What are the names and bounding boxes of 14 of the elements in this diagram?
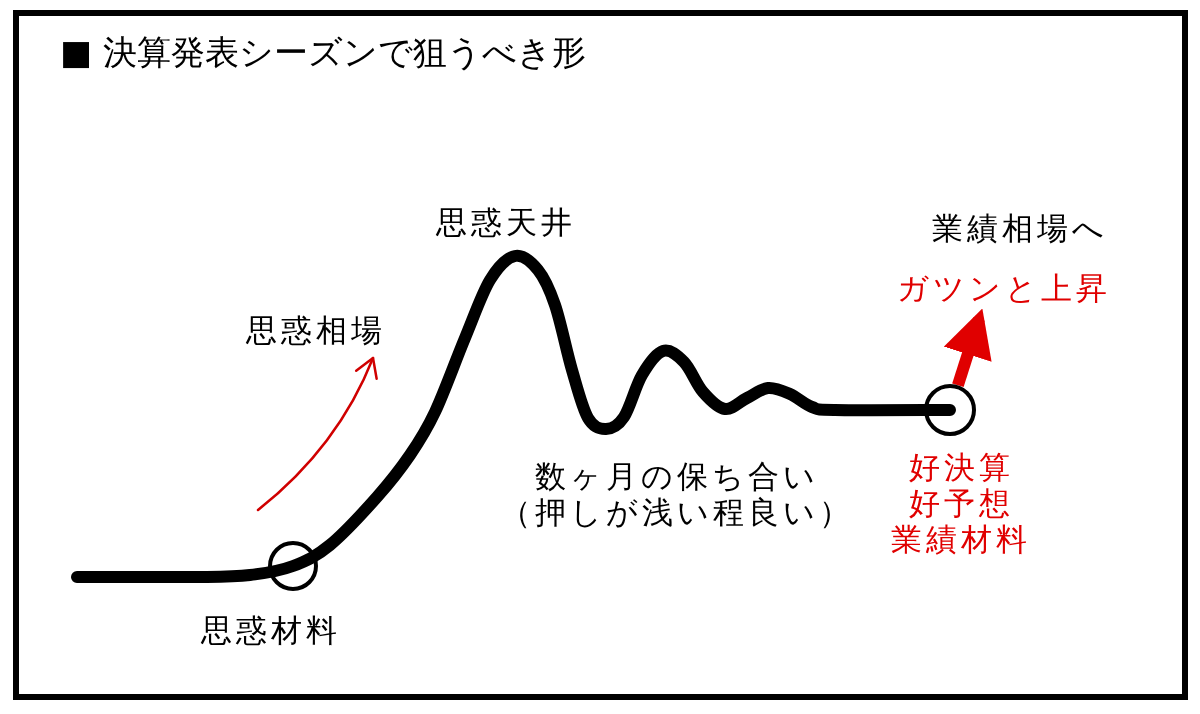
text-label: 思惑相場 <box>246 314 386 346</box>
node-label: 好予想 <box>908 487 1014 519</box>
arrow <box>943 308 992 388</box>
text-label: （押しが浅い程良い） <box>500 496 854 528</box>
circle-marker <box>924 384 976 436</box>
circle-marker <box>268 541 318 591</box>
node-label: 好決算 <box>908 451 1014 483</box>
text-label: 思惑天井 <box>436 206 576 238</box>
text-label: 数ヶ月の保ち合い <box>535 460 819 492</box>
node-label: 思惑材料 <box>201 614 341 646</box>
text-label: ガツンと上昇 <box>897 272 1111 304</box>
text-label: 業績相場へ <box>932 212 1108 244</box>
title: ■ 決算発表シーズンで狙うべき形 <box>60 35 586 69</box>
node-label: 業績材料 <box>891 523 1031 555</box>
